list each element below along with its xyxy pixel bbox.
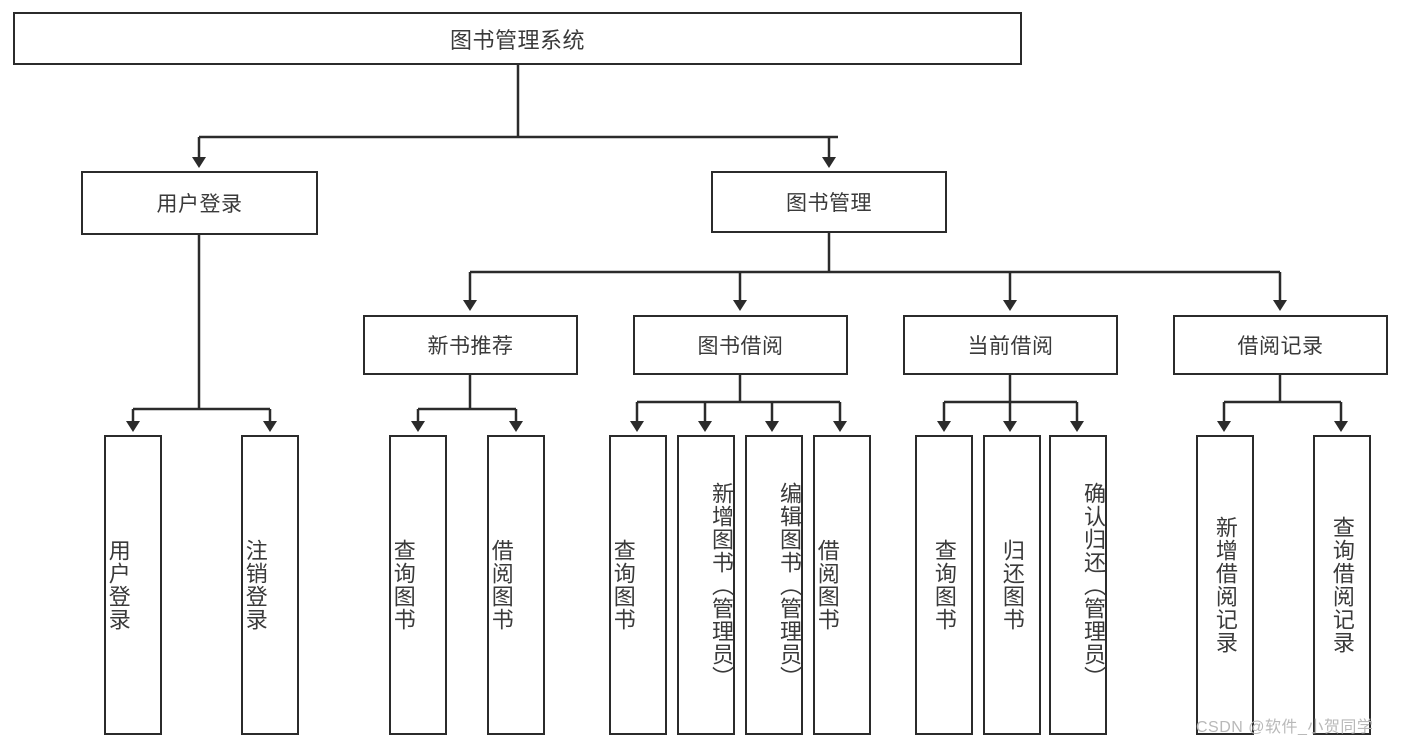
node-label: 查询借阅记录 — [1329, 516, 1355, 654]
node-book-borrow[interactable]: 图书借阅 — [633, 315, 848, 375]
node-label: 新书推荐 — [427, 335, 514, 358]
leaf-borrow-record-add[interactable]: 新增借阅记录 — [1196, 435, 1254, 735]
leaf-current-borrow-query[interactable]: 查询图书 — [915, 435, 973, 735]
node-user-login[interactable]: 用户登录 — [81, 171, 318, 235]
leaf-book-borrow-query[interactable]: 查询图书 — [609, 435, 667, 735]
node-label: 图书管理 — [786, 192, 872, 215]
node-label: 查询图书 — [390, 539, 416, 631]
node-label: 查询图书 — [931, 539, 957, 631]
node-label: 图书借阅 — [697, 335, 784, 358]
leaf-book-borrow-lend[interactable]: 借阅图书 — [813, 435, 871, 735]
csdn-watermark: CSDN @软件_小贺同学 — [1196, 719, 1374, 736]
node-label: 借阅记录 — [1237, 335, 1324, 358]
node-label: 图书管理系统 — [449, 27, 585, 53]
node-label: 注销登录 — [242, 539, 268, 631]
node-label: 编辑图书（管理员） — [777, 481, 802, 689]
leaf-user-login-signout[interactable]: 注销登录 — [241, 435, 299, 735]
node-label: 新增借阅记录 — [1212, 516, 1238, 654]
node-root-system[interactable]: 图书管理系统 — [13, 12, 1022, 65]
leaf-book-borrow-add[interactable]: 新增图书（管理员） — [677, 435, 735, 735]
node-label: 用户登录 — [156, 193, 243, 216]
node-label: 当前借阅 — [967, 335, 1054, 358]
leaf-current-borrow-return[interactable]: 归还图书 — [983, 435, 1041, 735]
leaf-user-login-signin[interactable]: 用户登录 — [104, 435, 162, 735]
node-label: 借阅图书 — [488, 539, 514, 631]
leaf-book-borrow-edit[interactable]: 编辑图书（管理员） — [745, 435, 803, 735]
node-label: 归还图书 — [999, 539, 1025, 631]
node-current-borrow[interactable]: 当前借阅 — [903, 315, 1118, 375]
leaf-new-book-borrow[interactable]: 借阅图书 — [487, 435, 545, 735]
node-label: 确认归还（管理员） — [1081, 481, 1106, 689]
node-new-book-recommend[interactable]: 新书推荐 — [363, 315, 578, 375]
node-label: 借阅图书 — [814, 539, 840, 631]
leaf-borrow-record-query[interactable]: 查询借阅记录 — [1313, 435, 1371, 735]
node-label: 用户登录 — [105, 539, 131, 631]
leaf-current-borrow-confirm-return[interactable]: 确认归还（管理员） — [1049, 435, 1107, 735]
node-borrow-record[interactable]: 借阅记录 — [1173, 315, 1388, 375]
node-label: 新增图书（管理员） — [709, 481, 734, 689]
leaf-new-book-query[interactable]: 查询图书 — [389, 435, 447, 735]
node-book-management[interactable]: 图书管理 — [711, 171, 947, 233]
node-label: 查询图书 — [610, 539, 636, 631]
